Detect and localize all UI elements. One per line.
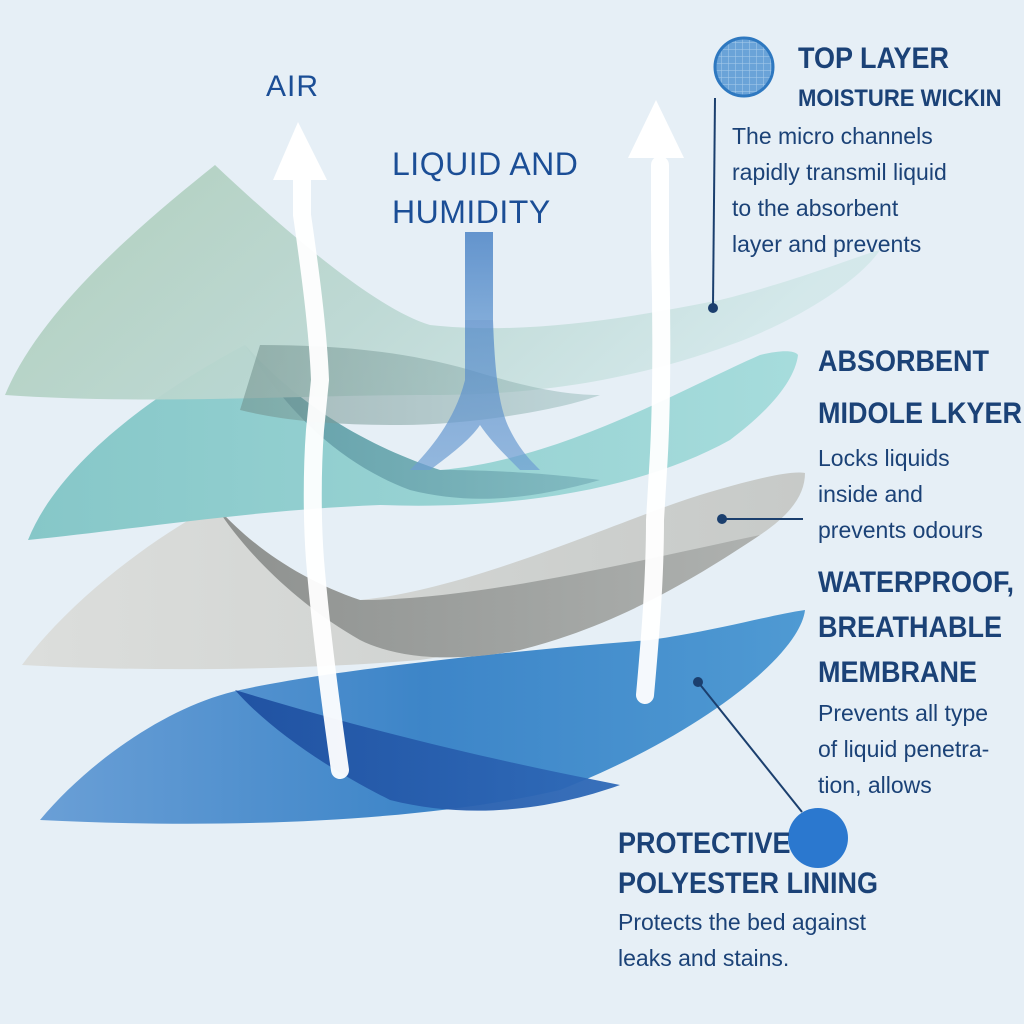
air-arrow-right [628, 100, 684, 704]
callout-protective [693, 677, 848, 868]
description-line: tion, allows [818, 772, 932, 798]
liquid-label-line1: LIQUID AND [392, 146, 579, 182]
description-line: rapidly transmil liquid [732, 159, 947, 185]
top-layer-subtitle: MOISTURE WICKIN [798, 85, 1002, 112]
description-line: layer and prevents [732, 231, 922, 257]
membrane-title-line: MEMBRANE [818, 656, 978, 689]
callout-top [708, 36, 775, 313]
blue-circle-icon [788, 808, 848, 868]
membrane-description: Prevents all type of liquid penetra- tio… [818, 695, 1024, 803]
top-layer-description: The micro channels rapidly transmil liqu… [732, 118, 1019, 262]
top-layer-title: TOP LAYER [798, 42, 950, 75]
protective-subtitle: POLYESTER LINING [618, 867, 879, 900]
air-label: AIR [266, 70, 320, 103]
description-line: leaks and stains. [618, 945, 790, 971]
protective-callout: PROTECTIVE POLYESTER LINING Protects the… [618, 824, 907, 976]
description-line: Protects the bed against [618, 909, 867, 935]
membrane-title-line: BREATHABLE [818, 611, 1002, 644]
up-arrow-icon [628, 100, 684, 158]
mesh-circle-icon [713, 36, 775, 98]
description-line: The micro channels [732, 123, 933, 149]
protective-title: PROTECTIVE [618, 827, 791, 860]
description-line: to the absorbent [732, 195, 899, 221]
description-line: prevents odours [818, 517, 983, 543]
membrane-title-line: WATERPROOF, [818, 566, 1015, 599]
protective-description: Protects the bed against leaks and stain… [618, 904, 907, 976]
description-line: of liquid penetra- [818, 736, 990, 762]
absorbent-title: ABSORBENT [818, 345, 990, 378]
absorbent-description: Locks liquids inside and prevents odours [818, 440, 1024, 548]
description-line: Prevents all type [818, 700, 989, 726]
liquid-stream [410, 232, 540, 470]
liquid-humidity-label: LIQUID AND HUMIDITY [392, 140, 578, 236]
description-line: Locks liquids [818, 445, 950, 471]
absorbent-layer-callout: ABSORBENT MIDOLE LKYER Locks liquids ins… [818, 336, 1024, 548]
absorbent-subtitle: MIDOLE LKYER [818, 397, 1023, 430]
air-arrow-left [273, 122, 349, 779]
membrane-callout: WATERPROOF, BREATHABLE MEMBRANE Prevents… [818, 560, 1024, 803]
callout-membrane [717, 514, 803, 524]
top-layer-callout: TOP LAYER MOISTURE WICKIN The micro chan… [732, 36, 1019, 262]
description-line: inside and [818, 481, 923, 507]
up-arrow-icon [273, 122, 327, 180]
membrane-layer [22, 472, 805, 670]
liquid-label-line2: HUMIDITY [392, 194, 551, 230]
